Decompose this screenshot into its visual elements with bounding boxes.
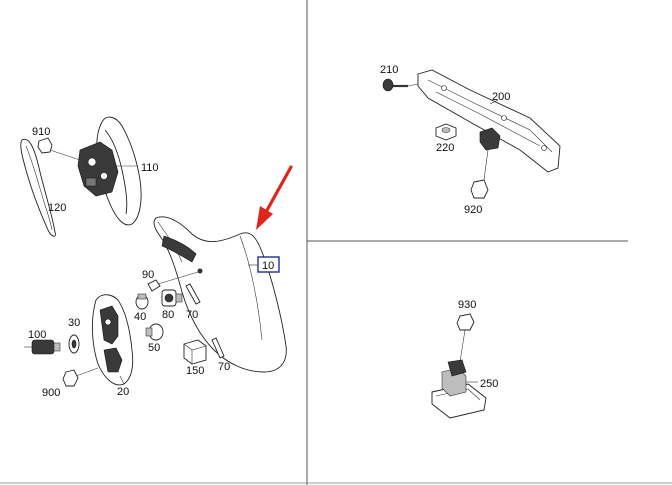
nut-part-220[interactable]	[435, 123, 457, 141]
lamp-unit-part-250[interactable]	[431, 359, 487, 419]
part-label-80[interactable]: 80	[162, 309, 174, 321]
part-label-30[interactable]: 30	[68, 317, 80, 329]
rail-connector	[479, 127, 501, 181]
bulb-part-50[interactable]	[145, 323, 164, 341]
screw-part-90[interactable]	[147, 268, 203, 292]
seal-part-70-lower[interactable]	[211, 337, 225, 359]
mirror-cover-part[interactable]	[153, 216, 287, 373]
part-label-110[interactable]: 110	[141, 162, 159, 174]
clip-part-920[interactable]	[470, 179, 489, 199]
clip-part-930[interactable]	[456, 313, 475, 363]
mirror-housing-part[interactable]	[77, 116, 142, 226]
callout-arrow	[256, 165, 293, 230]
clip-part-900[interactable]	[62, 367, 99, 387]
seal-part-70-upper[interactable]	[185, 283, 201, 305]
module-part-150[interactable]	[183, 339, 207, 365]
part-label-10-box[interactable]: 10	[257, 256, 280, 273]
part-label-200[interactable]: 200	[492, 91, 510, 103]
part-label-70-upper[interactable]: 70	[186, 309, 198, 321]
part-label-150[interactable]: 150	[186, 365, 204, 377]
part-label-910[interactable]: 910	[32, 126, 50, 138]
part-label-900[interactable]: 900	[42, 387, 60, 399]
part-label-70-lower[interactable]: 70	[218, 361, 230, 373]
part-label-250[interactable]: 250	[480, 378, 498, 390]
socket-part-80[interactable]	[161, 289, 183, 307]
motor-part-100[interactable]	[24, 339, 61, 355]
rail-part-200[interactable]	[417, 69, 561, 173]
mirror-base-part[interactable]	[91, 294, 134, 386]
part-label-220[interactable]: 220	[436, 142, 454, 154]
part-label-20[interactable]: 20	[117, 386, 129, 398]
part-label-10[interactable]: 10	[262, 260, 274, 272]
part-label-40[interactable]: 40	[134, 311, 146, 323]
part-label-210[interactable]: 210	[380, 64, 398, 76]
clip-part-910[interactable]	[37, 137, 81, 161]
mirror-glass-part[interactable]	[20, 138, 56, 237]
part-label-920[interactable]: 920	[464, 204, 482, 216]
bulb-part-40[interactable]	[135, 293, 149, 310]
part-label-120[interactable]: 120	[48, 202, 66, 214]
part-label-50[interactable]: 50	[148, 342, 160, 354]
screw-part-210[interactable]	[382, 78, 419, 92]
part-label-90[interactable]: 90	[142, 269, 154, 281]
part-label-930[interactable]: 930	[458, 299, 476, 311]
washer-part-30[interactable]	[68, 334, 80, 354]
part-label-100[interactable]: 100	[28, 329, 46, 341]
